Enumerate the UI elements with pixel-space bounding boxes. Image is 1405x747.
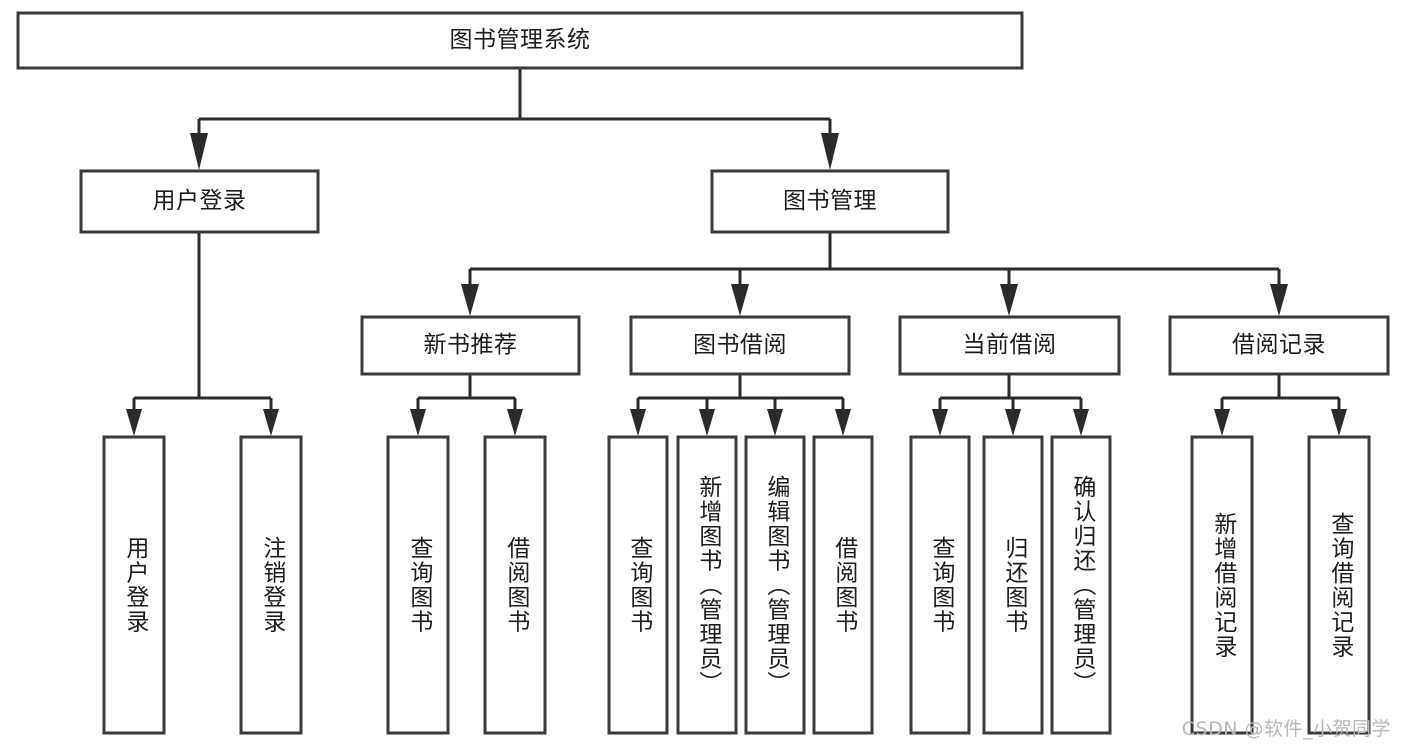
node-box-book-manage[interactable] xyxy=(710,169,950,234)
node-box-borrow-records[interactable] xyxy=(1168,315,1390,376)
arrowhead-leaf-borrow-book-1 xyxy=(507,409,523,436)
node-box-new-book-recommend[interactable] xyxy=(360,315,581,376)
node-box-leaf-logout[interactable] xyxy=(239,435,303,735)
arrowhead-leaf-user-login xyxy=(126,409,142,436)
connector-group-new-book-recommend xyxy=(410,374,523,436)
connector-group-book-borrow xyxy=(630,374,851,436)
arrowhead-leaf-add-book xyxy=(699,409,715,436)
arrowhead-leaf-query-book-3 xyxy=(932,409,948,436)
arrowhead-book-borrow xyxy=(731,284,749,316)
node-box-leaf-query-book-1[interactable] xyxy=(386,435,450,735)
node-box-leaf-query-book-2[interactable] xyxy=(607,435,669,735)
arrowhead-leaf-borrow-book-2 xyxy=(835,409,851,436)
arrowhead-leaf-return-book xyxy=(1005,409,1021,436)
connector-group-current-borrow xyxy=(932,374,1089,436)
arrowhead-leaf-confirm-return xyxy=(1073,409,1089,436)
arrowhead-user-login xyxy=(190,133,208,170)
arrowhead-leaf-query-record xyxy=(1331,409,1347,436)
connector-group-borrow-records xyxy=(1214,374,1347,436)
node-box-book-borrow[interactable] xyxy=(629,315,851,376)
arrowhead-current-borrow xyxy=(1000,284,1018,316)
arrowhead-leaf-add-record xyxy=(1214,409,1230,436)
node-box-user-login[interactable] xyxy=(79,169,320,234)
node-box-leaf-user-login[interactable] xyxy=(102,435,166,735)
node-box-leaf-edit-book[interactable] xyxy=(744,435,806,735)
arrowhead-leaf-query-book-2 xyxy=(630,409,646,436)
node-box-leaf-confirm-return[interactable] xyxy=(1050,435,1112,735)
node-box-leaf-add-record[interactable] xyxy=(1190,435,1254,735)
node-box-leaf-borrow-book-1[interactable] xyxy=(483,435,547,735)
node-box-leaf-query-book-3[interactable] xyxy=(909,435,971,735)
connector-group-user-login xyxy=(126,232,279,436)
arrowhead-book-manage xyxy=(821,133,839,170)
node-box-root[interactable] xyxy=(16,11,1024,70)
arrowhead-leaf-logout xyxy=(263,409,279,436)
connector-group-root xyxy=(190,68,839,170)
arrowhead-leaf-query-book-1 xyxy=(410,409,426,436)
node-box-leaf-return-book[interactable] xyxy=(982,435,1044,735)
connector-group-book-manage xyxy=(461,232,1288,316)
arrowhead-new-book-recommend xyxy=(461,284,479,316)
arrowhead-leaf-edit-book xyxy=(767,409,783,436)
node-box-current-borrow[interactable] xyxy=(898,315,1121,376)
node-box-leaf-borrow-book-2[interactable] xyxy=(812,435,874,735)
node-box-leaf-add-book[interactable] xyxy=(676,435,738,735)
node-box-leaf-query-record[interactable] xyxy=(1307,435,1371,735)
arrowhead-borrow-records xyxy=(1270,284,1288,316)
